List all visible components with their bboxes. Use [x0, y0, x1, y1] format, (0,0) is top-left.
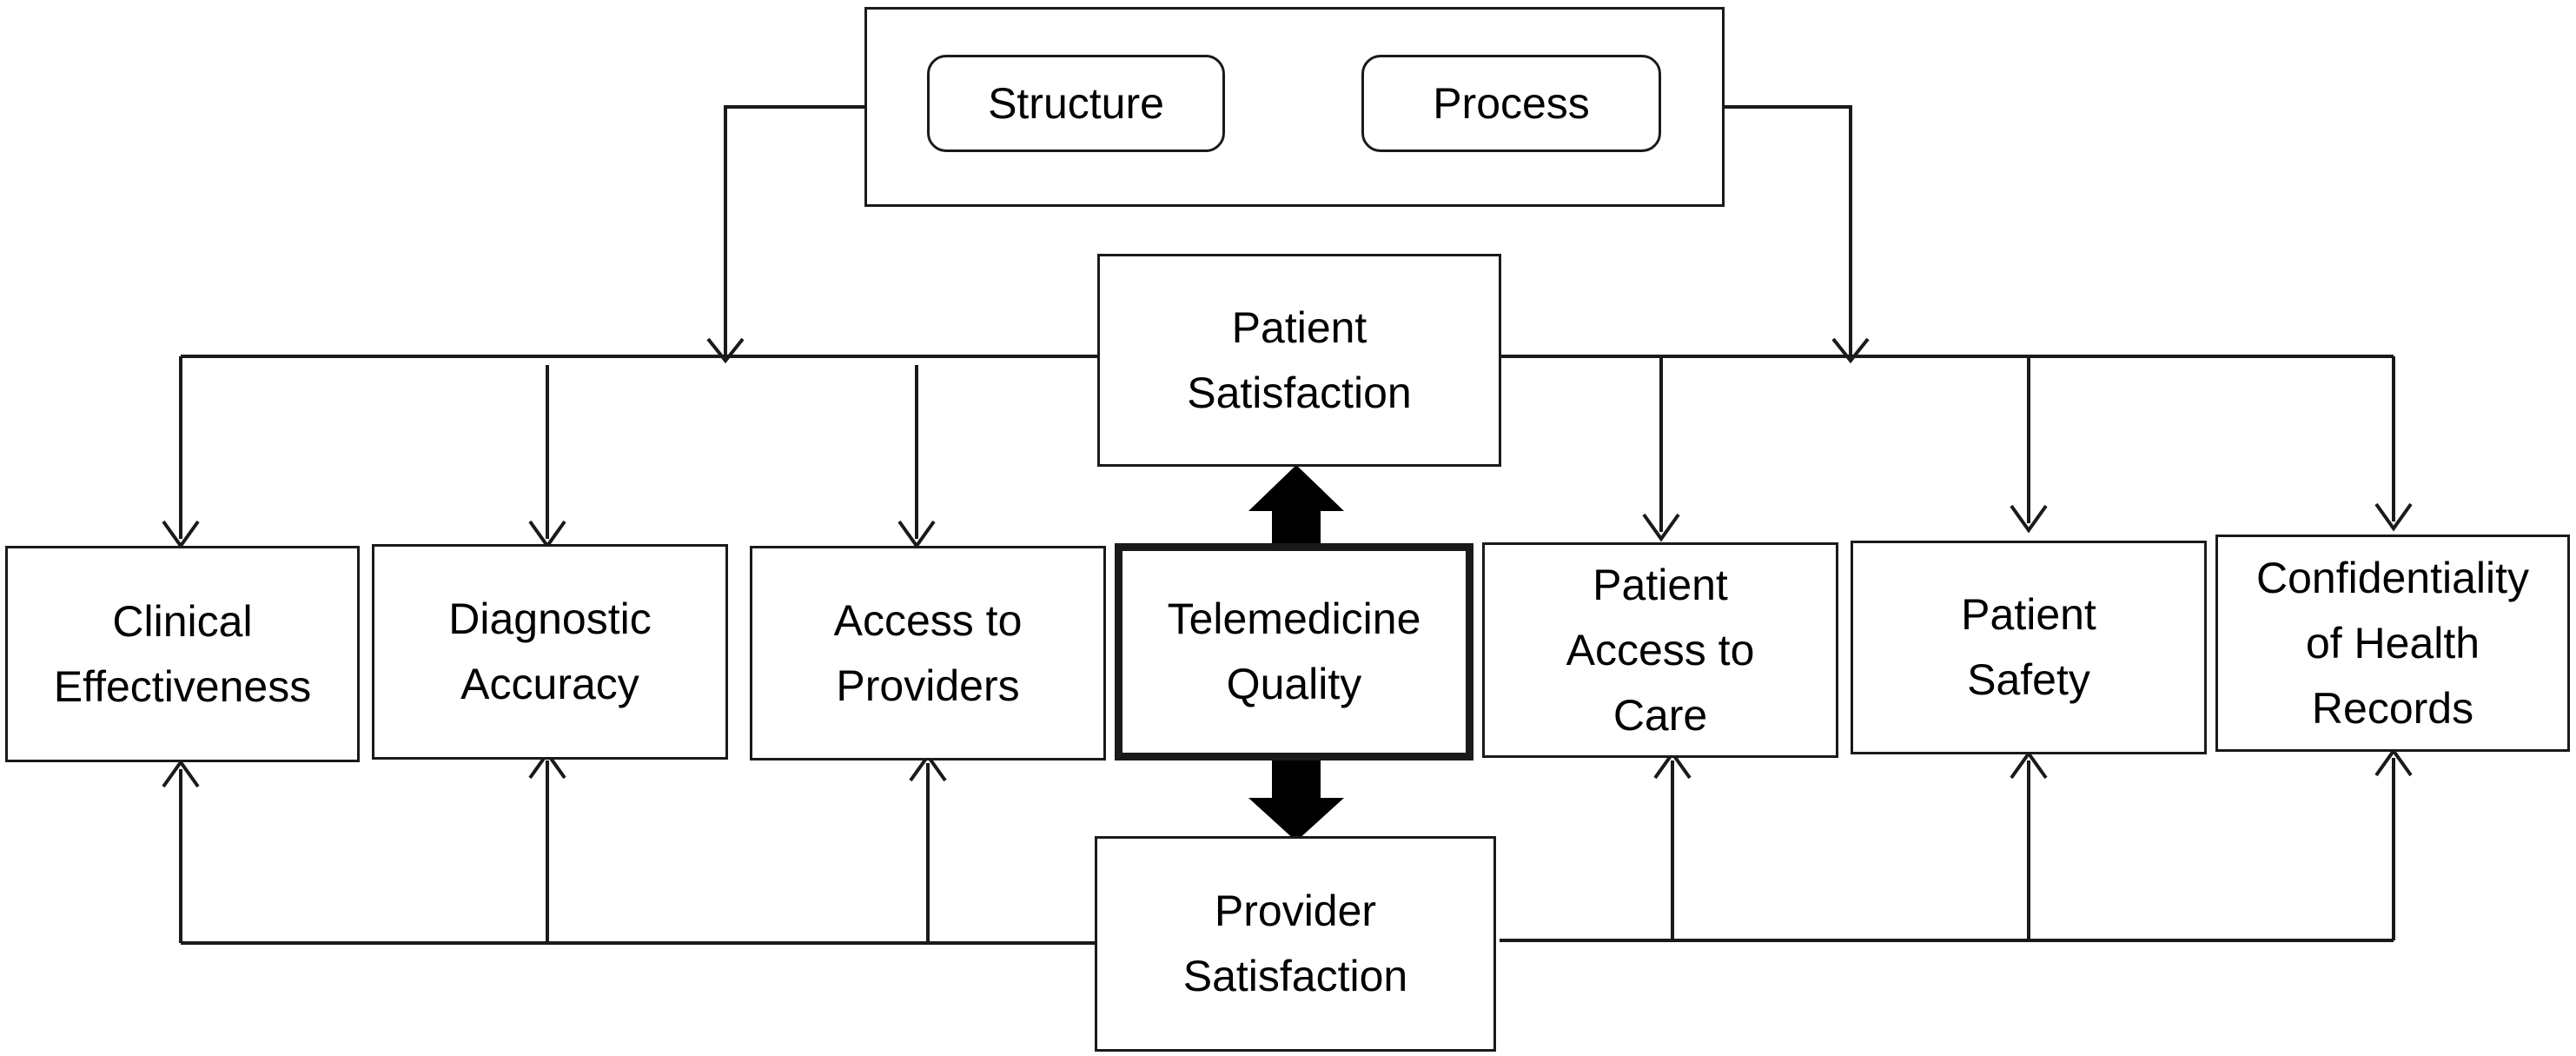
process-feed-line: [1720, 105, 1852, 358]
patient-satisfaction-box: Patient Satisfaction: [1097, 254, 1501, 467]
dimension-box-patient-access-to-care: Patient Access to Care: [1482, 542, 1838, 758]
telemedicine-quality-box: Telemedicine Quality: [1115, 543, 1473, 760]
dimension-box-patient-safety: Patient Safety: [1851, 541, 2207, 754]
center-to-provider-satisfaction-arrow: [1248, 758, 1344, 841]
dimension-box-clinical-effectiveness: Clinical Effectiveness: [5, 546, 360, 762]
structure-box: Structure: [927, 55, 1225, 152]
dimension-box-access-to-providers: Access to Providers: [750, 546, 1106, 760]
structure-feed-line: [724, 105, 864, 358]
dimension-box-diagnostic-accuracy: Diagnostic Accuracy: [372, 544, 728, 760]
center-to-patient-satisfaction-arrow: [1248, 465, 1344, 546]
dimension-box-confidentiality-of-health-records: Confidentiality of Health Records: [2215, 535, 2570, 752]
provider-satisfaction-box: Provider Satisfaction: [1095, 836, 1496, 1052]
process-box: Process: [1361, 55, 1661, 152]
